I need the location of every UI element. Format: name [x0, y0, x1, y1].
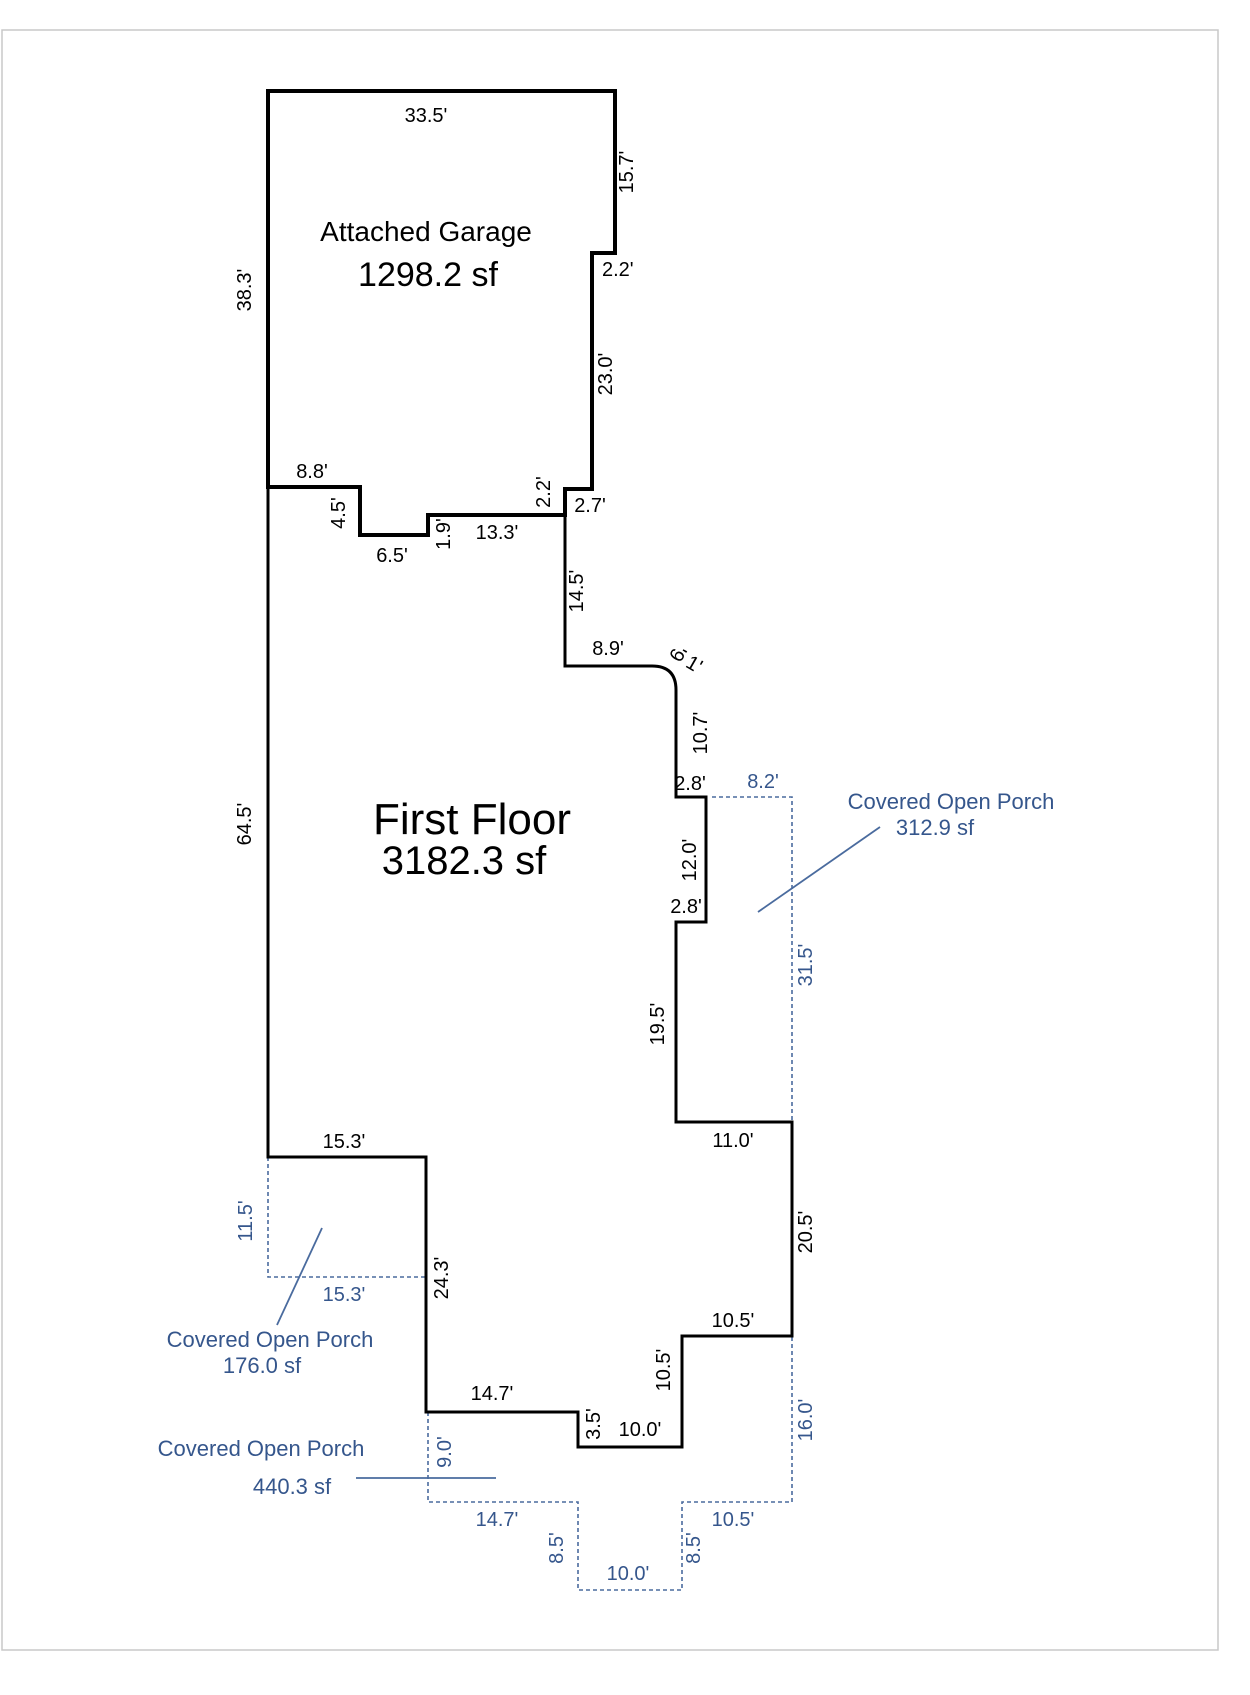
dim-floor-east-lower: 19.5'	[647, 1003, 669, 1046]
dim-garage-step-up: 1.9'	[433, 518, 455, 550]
dim-garage-top: 33.5'	[405, 105, 448, 127]
porch-east-outline	[712, 796, 793, 1122]
dim-porch-east-side: 31.5'	[795, 944, 817, 987]
dim-garage-right-middle: 23.0'	[595, 353, 617, 396]
dim-floor-south-step-side: 10.5'	[653, 1349, 675, 1392]
porch-east-name: Covered Open Porch	[848, 789, 1055, 814]
dim-garage-step-down: 4.5'	[328, 497, 350, 529]
dim-garage-left: 38.3'	[234, 269, 256, 312]
porch-east-area: 312.9 sf	[896, 815, 975, 840]
porch-south-area: 440.3 sf	[253, 1474, 332, 1499]
porch-west-leader	[276, 1227, 323, 1326]
dim-floor-bay-side: 3.5'	[583, 1408, 605, 1440]
dim-porch-east-top: 8.2'	[747, 771, 779, 793]
dim-floor-south-run: 14.7'	[471, 1383, 514, 1405]
dim-floor-west-ell-top: 15.3'	[323, 1131, 366, 1153]
first-floor-area: 3182.3 sf	[382, 839, 547, 883]
porch-west-area: 176.0 sf	[223, 1353, 302, 1378]
dim-floor-south-step-top: 10.5'	[712, 1310, 755, 1332]
porch-south-outline	[427, 1336, 793, 1591]
porch-west-name: Covered Open Porch	[167, 1327, 374, 1352]
dim-garage-right-upper: 15.7'	[616, 151, 638, 194]
dim-floor-west-ell-side: 24.3'	[431, 1257, 453, 1300]
dim-floor-south-bay: 10.0'	[619, 1419, 662, 1441]
dim-porch-west-side: 11.5'	[235, 1200, 257, 1241]
dim-floor-east-bottom: 20.5'	[795, 1211, 817, 1254]
dim-porch-bay-left: 8.5'	[546, 1532, 568, 1564]
dim-porch-south-run: 14.7'	[476, 1509, 519, 1531]
dim-porch-east-lower-side: 16.0'	[795, 1399, 817, 1442]
dim-garage-bottom-left: 8.8'	[296, 461, 328, 483]
dim-porch-bay-bottom: 10.0'	[607, 1563, 650, 1585]
dim-porch-west-bottom: 15.3'	[323, 1284, 366, 1306]
dim-garage-notch-top: 2.2'	[602, 259, 634, 281]
porch-west-outline	[267, 1157, 426, 1278]
dim-floor-east-mid: 10.7'	[690, 712, 712, 755]
dim-garage-step-bottom: 6.5'	[376, 545, 408, 567]
dim-floor-ledge: 11.0'	[712, 1130, 753, 1152]
dim-floor-east-upper: 14.5'	[566, 570, 588, 613]
dim-porch-south-right-run: 10.5'	[712, 1509, 755, 1531]
garage-name: Attached Garage	[320, 216, 532, 247]
dim-porch-bay-right: 8.5'	[683, 1532, 705, 1564]
dim-floor-west-wall: 64.5'	[234, 803, 256, 846]
page-frame	[1, 29, 1219, 1651]
porch-east-leader	[757, 826, 881, 913]
porch-south-name: Covered Open Porch	[158, 1436, 365, 1461]
dim-floor-top-jog: 2.7'	[574, 495, 606, 517]
dim-porch-south-left-side: 9.0'	[434, 1436, 456, 1468]
dim-floor-jog-in-top: 2.8'	[674, 773, 706, 795]
dim-floor-arc-top: 8.9'	[592, 638, 624, 660]
garage-outline	[266, 89, 617, 537]
dim-garage-bottom-middle: 13.3'	[476, 522, 519, 544]
first-floor-outline	[266, 485, 794, 1449]
dim-garage-right-lower: 2.2'	[533, 476, 555, 508]
garage-area: 1298.2 sf	[358, 256, 498, 294]
dim-floor-jog-out: 2.8'	[670, 896, 702, 918]
dim-floor-recess: 12.0'	[679, 839, 701, 882]
first-floor-name: First Floor	[373, 795, 571, 844]
